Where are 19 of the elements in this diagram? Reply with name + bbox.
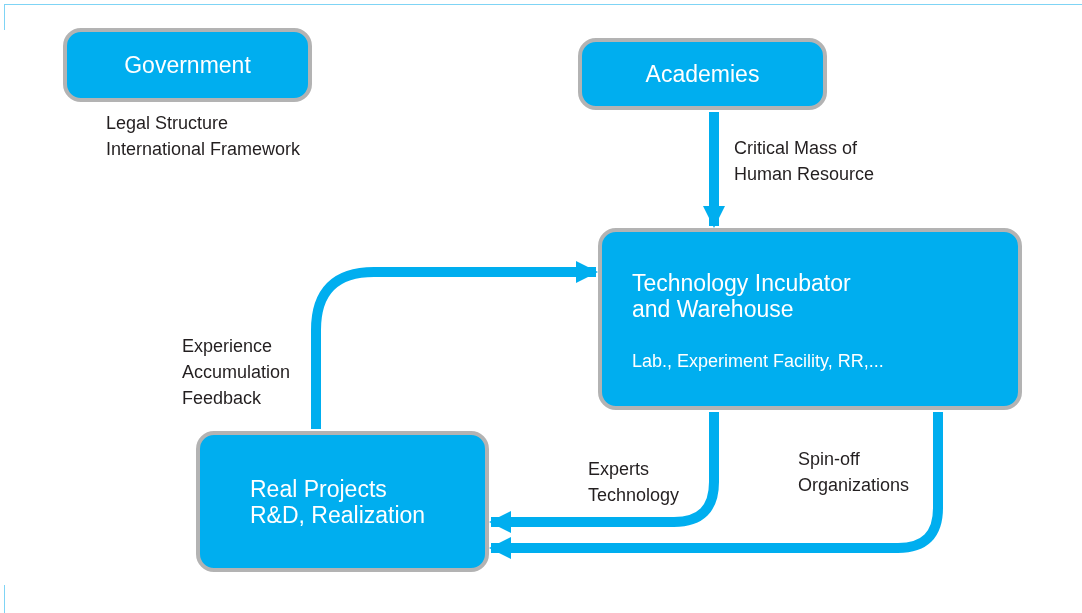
edge-label: Experts Technology	[588, 458, 681, 507]
arrow	[489, 412, 943, 559]
edge-label: Spin-off Organizations	[798, 448, 911, 497]
edge-label: Experience Accumulation Feedback	[182, 335, 292, 410]
process-box	[63, 28, 312, 102]
note-text: International Framework	[106, 138, 301, 161]
edge-label: Critical Mass of Human Resource	[734, 137, 876, 186]
note-text: Legal Structure	[106, 112, 230, 135]
process-box	[196, 431, 489, 572]
box-subtitle: Lab., Experiment Facility, RR,...	[632, 350, 884, 373]
arrow	[311, 261, 598, 429]
box-title: Academies	[645, 61, 760, 87]
arrow	[489, 412, 719, 533]
box-title: Real Projects R&D, Realization	[250, 475, 427, 528]
process-box	[598, 228, 1022, 410]
box-title: Technology Incubator and Warehouse	[632, 270, 852, 322]
box-title: Government	[124, 52, 251, 78]
arrow	[703, 112, 725, 228]
process-box	[578, 38, 827, 110]
